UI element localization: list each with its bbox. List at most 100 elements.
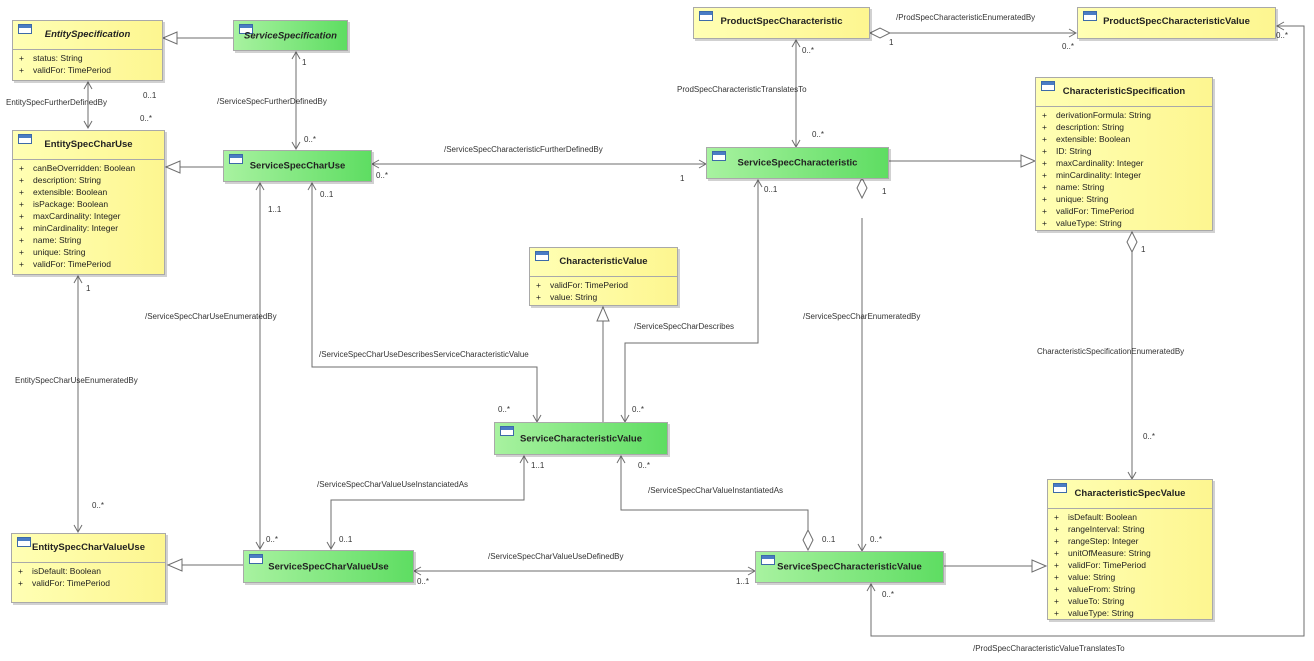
class-characteristic-specification[interactable]: CharacteristicSpecification +derivationF…	[1035, 77, 1213, 231]
class-name: ServiceSpecCharacteristicValue	[777, 561, 922, 573]
attribute-text: maxCardinality: Integer	[33, 211, 121, 221]
class-entity-spec-char-use[interactable]: EntitySpecCharUse +canBeOverridden: Bool…	[12, 130, 165, 275]
visibility-marker: +	[19, 259, 24, 269]
visibility-marker: +	[19, 187, 24, 197]
attribute-row: +value: String	[530, 292, 677, 304]
multiplicity-label: 0..*	[1276, 31, 1289, 40]
class-name: EntitySpecification	[44, 29, 131, 40]
visibility-marker: +	[1042, 206, 1047, 216]
visibility-marker: +	[1054, 572, 1059, 582]
attribute-text: value: String	[1068, 572, 1116, 582]
attribute-text: minCardinality: Integer	[33, 223, 119, 233]
class-icon	[1041, 81, 1055, 91]
multiplicity-label: 0..1	[143, 91, 157, 100]
class-icon	[500, 426, 514, 436]
attribute-list: +isDefault: Boolean+validFor: TimePeriod	[12, 562, 165, 590]
class-icon	[17, 537, 31, 547]
multiplicity-label: 1	[680, 174, 685, 183]
multiplicity-label: 1	[1141, 245, 1146, 254]
attribute-text: rangeStep: Integer	[1068, 536, 1139, 546]
attribute-row: +valueTo: String	[1048, 596, 1212, 608]
class-icon	[761, 555, 775, 565]
visibility-marker: +	[19, 211, 24, 221]
class-icon	[712, 151, 726, 161]
attribute-text: isPackage: Boolean	[33, 199, 109, 209]
multiplicity-label: 0..1	[822, 535, 836, 544]
class-name: ServiceSpecCharUse	[249, 160, 346, 172]
assoc-label: /ServiceSpecCharEnumeratedBy	[803, 312, 921, 321]
class-entity-spec-char-value-use[interactable]: EntitySpecCharValueUse +isDefault: Boole…	[11, 533, 166, 603]
class-icon	[1053, 483, 1067, 493]
class-characteristic-value[interactable]: CharacteristicValue +validFor: TimePerio…	[529, 247, 678, 306]
assoc-label: /ServiceSpecCharValueUseDefinedBy	[488, 552, 624, 561]
attribute-row: + value: String	[1048, 572, 1212, 584]
class-icon	[1083, 11, 1097, 21]
attribute-text: maxCardinality: Integer	[1056, 158, 1144, 168]
assoc-label: CharacteristicSpecificationEnumeratedBy	[1037, 347, 1185, 356]
visibility-marker: +	[1054, 512, 1059, 522]
multiplicity-label: 0..*	[638, 461, 651, 470]
multiplicity-label: 0..1	[320, 190, 334, 199]
multiplicity-label: 1..1	[531, 461, 545, 470]
class-name: CharacteristicSpecification	[1062, 86, 1186, 97]
class-service-spec-char-use[interactable]: ServiceSpecCharUse	[223, 150, 372, 182]
attribute-row: +derivationFormula: String	[1036, 110, 1212, 122]
class-icon	[535, 251, 549, 261]
class-product-spec-characteristic-value[interactable]: ProductSpecCharacteristicValue	[1077, 7, 1276, 39]
attribute-text: minCardinality: Integer	[1056, 170, 1142, 180]
attribute-text: validFor: TimePeriod	[33, 259, 111, 269]
visibility-marker: +	[1054, 548, 1059, 558]
attribute-list: +derivationFormula: String+description: …	[1036, 106, 1212, 230]
visibility-marker: +	[536, 292, 541, 302]
multiplicity-label: 0..*	[376, 171, 389, 180]
attribute-row: +extensible: Boolean	[1036, 134, 1212, 146]
attribute-text: isDefault: Boolean	[32, 566, 101, 576]
attribute-text: unique: String	[1056, 194, 1109, 204]
class-characteristic-spec-value[interactable]: CharacteristicSpecValue +isDefault: Bool…	[1047, 479, 1213, 620]
visibility-marker: +	[1054, 608, 1059, 618]
multiplicity-label: 0..*	[140, 114, 153, 123]
visibility-marker: +	[1054, 584, 1059, 594]
multiplicity-label: 0..1	[339, 535, 353, 544]
attribute-text: rangeInterval: String	[1068, 524, 1145, 534]
class-name: EntitySpecCharValueUse	[32, 542, 145, 553]
class-service-characteristic-value[interactable]: ServiceCharacteristicValue	[494, 422, 668, 455]
class-service-specification[interactable]: ServiceSpecification	[233, 20, 348, 51]
attribute-text: isDefault: Boolean	[1068, 512, 1137, 522]
assoc-label: /ServiceSpecCharUseDescribesServiceChara…	[319, 350, 529, 359]
visibility-marker: +	[1054, 560, 1059, 570]
attribute-text: valueTo: String	[1068, 596, 1125, 606]
class-name: ServiceSpecCharValueUse	[268, 561, 389, 572]
class-service-spec-characteristic[interactable]: ServiceSpecCharacteristic	[706, 147, 889, 179]
attribute-list: +validFor: TimePeriod+value: String	[530, 276, 677, 304]
visibility-marker: +	[19, 175, 24, 185]
assoc-label: /ServiceSpecCharValueUseInstanciatedAs	[317, 480, 469, 489]
visibility-marker: +	[19, 163, 24, 173]
multiplicity-label: 1	[86, 284, 91, 293]
attribute-text: validFor: TimePeriod	[1056, 206, 1134, 216]
attribute-row: + validFor: TimePeriod	[1036, 206, 1212, 218]
class-entity-specification[interactable]: EntitySpecification +status: String+vali…	[12, 20, 163, 81]
class-name: ProductSpecCharacteristicValue	[1103, 16, 1250, 27]
class-icon	[229, 154, 243, 164]
visibility-marker: +	[1042, 146, 1047, 156]
attribute-row: +isDefault: Boolean	[12, 566, 165, 578]
attribute-row: + maxCardinality: Integer	[13, 211, 164, 223]
class-service-spec-characteristic-value[interactable]: ServiceSpecCharacteristicValue	[755, 551, 944, 583]
class-service-spec-char-value-use[interactable]: ServiceSpecCharValueUse	[243, 550, 414, 583]
attribute-row: +rangeInterval: String	[1048, 524, 1212, 536]
visibility-marker: +	[1042, 122, 1047, 132]
attribute-row: +valueType: String	[1048, 608, 1212, 620]
class-product-spec-characteristic[interactable]: ProductSpecCharacteristic	[693, 7, 870, 39]
visibility-marker: +	[536, 280, 541, 290]
attribute-text: description: String	[33, 175, 102, 185]
multiplicity-label: 0..*	[92, 501, 105, 510]
assoc-label: EntitySpecFurtherDefinedBy	[6, 98, 107, 107]
visibility-marker: +	[1042, 194, 1047, 204]
multiplicity-label: 0..*	[870, 535, 883, 544]
attribute-text: name: String	[33, 235, 82, 245]
visibility-marker: +	[1042, 158, 1047, 168]
multiplicity-label: 0..*	[802, 46, 815, 55]
visibility-marker: +	[1042, 170, 1047, 180]
attribute-row: +valueType: String	[1036, 218, 1212, 230]
